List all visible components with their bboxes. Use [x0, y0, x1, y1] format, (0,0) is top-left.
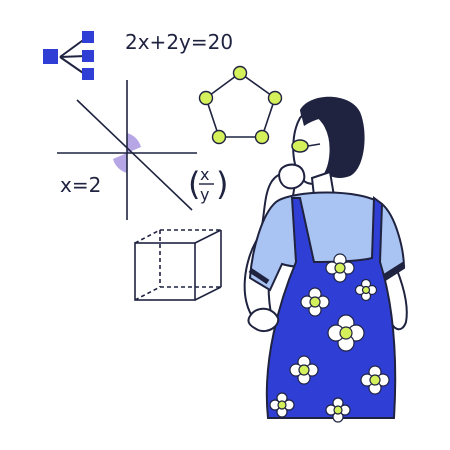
hierarchy-diagram-icon [43, 31, 94, 80]
vector-open-paren: ( [188, 165, 200, 203]
flower-pattern [269, 253, 390, 423]
pentagon-graph-icon [198, 65, 283, 145]
glasses-icon [291, 139, 309, 153]
vector-notation: ( x y ) [188, 165, 228, 204]
hand [278, 163, 306, 190]
vector-top: x [200, 165, 209, 184]
vector-bottom: y [200, 185, 209, 204]
person-figure [243, 96, 408, 423]
equation-text: 2x+2y=20 [125, 30, 233, 54]
intersecting-lines-icon [57, 80, 197, 220]
cube-wireframe-icon [134, 229, 222, 301]
line-label: x=2 [60, 173, 101, 197]
vector-close-paren: ) [216, 165, 228, 203]
